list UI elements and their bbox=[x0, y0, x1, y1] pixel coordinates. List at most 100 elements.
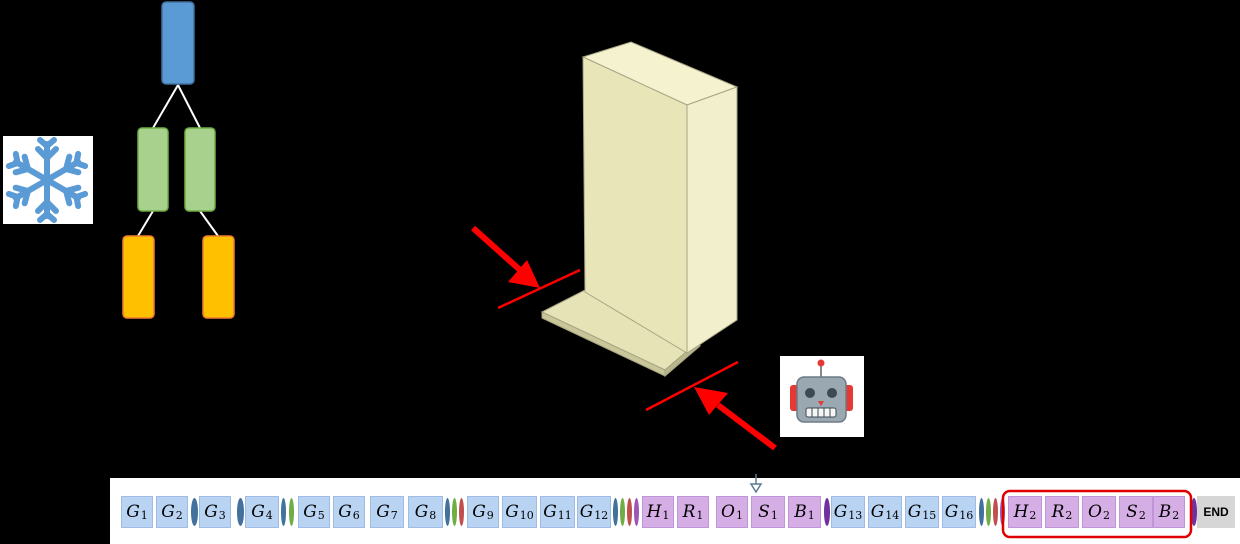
dimension-annotation bbox=[471, 225, 777, 451]
output-block-left bbox=[122, 235, 155, 319]
token-subscript: 1 bbox=[770, 508, 778, 522]
token-subscript: 12 bbox=[594, 508, 609, 522]
head-block-right bbox=[184, 127, 216, 212]
token-symbol: O bbox=[1088, 502, 1102, 522]
arrow-right-head bbox=[694, 387, 728, 415]
token-symbol: G bbox=[204, 502, 218, 522]
token-subscript: 2 bbox=[1029, 508, 1037, 522]
token-subscript: 2 bbox=[1102, 508, 1110, 522]
tree-edge bbox=[199, 210, 219, 237]
token-symbol: G bbox=[543, 502, 557, 522]
token-symbol: G bbox=[505, 502, 519, 522]
token-separator bbox=[627, 498, 632, 526]
token-subscript: 1 bbox=[735, 508, 743, 522]
arrow-left-shaft bbox=[471, 225, 522, 273]
token-subscript: 1 bbox=[696, 508, 704, 522]
token-separator bbox=[1000, 498, 1005, 526]
dimension-line-right bbox=[645, 360, 739, 412]
token-subscript: 4 bbox=[265, 508, 273, 522]
token-subscript: 1 bbox=[140, 508, 148, 522]
token-separator bbox=[979, 498, 984, 526]
token-symbol: G bbox=[870, 502, 885, 522]
token-subscript: 13 bbox=[848, 508, 863, 522]
token-subscript: 5 bbox=[317, 508, 325, 522]
token-separator bbox=[289, 498, 294, 526]
token-symbol: G bbox=[161, 502, 175, 522]
tree-edge bbox=[137, 210, 154, 237]
arrow-left-head bbox=[508, 260, 540, 288]
token-separator bbox=[993, 498, 998, 526]
token-symbol: R bbox=[1051, 502, 1065, 522]
token-separator bbox=[824, 498, 830, 526]
token-separator bbox=[452, 498, 457, 526]
token-symbol: G bbox=[303, 502, 317, 522]
token-symbol: G bbox=[944, 502, 959, 522]
token-subscript: 11 bbox=[557, 508, 572, 522]
token-symbol: R bbox=[682, 502, 696, 522]
token-subscript: 2 bbox=[1065, 508, 1073, 522]
backbone-block bbox=[161, 1, 195, 85]
dimension-line-left bbox=[497, 268, 581, 310]
token-subscript: 8 bbox=[429, 508, 437, 522]
token-separator bbox=[613, 498, 618, 526]
token-separator bbox=[634, 498, 639, 526]
token-separator bbox=[459, 498, 464, 526]
tree-edge bbox=[152, 84, 179, 129]
token-subscript: 16 bbox=[959, 508, 974, 522]
token-subscript: 1 bbox=[807, 508, 815, 522]
model-tree bbox=[122, 1, 235, 319]
token-symbol: B bbox=[794, 502, 807, 522]
token-end: END bbox=[1197, 496, 1235, 528]
token-subscript: 9 bbox=[486, 508, 494, 522]
token-subscript: 3 bbox=[218, 508, 226, 522]
token-symbol: G bbox=[414, 502, 429, 522]
token-symbol: O bbox=[721, 502, 735, 522]
token-symbol: G bbox=[338, 502, 352, 522]
token-symbol: G bbox=[251, 502, 265, 522]
token-symbol: G bbox=[833, 502, 848, 522]
output-block-right bbox=[202, 235, 235, 319]
token-symbol: G bbox=[376, 502, 390, 522]
token-subscript: 14 bbox=[885, 508, 900, 522]
token-separator bbox=[445, 498, 450, 526]
snowflake-icon bbox=[3, 136, 93, 224]
token-symbol: B bbox=[1158, 502, 1172, 522]
token-symbol: G bbox=[907, 502, 922, 522]
arrow-right-shaft bbox=[716, 402, 777, 451]
token-separator bbox=[1191, 498, 1197, 526]
token-subscript: 2 bbox=[1172, 508, 1180, 522]
token-symbol: G bbox=[126, 502, 140, 522]
3d-block bbox=[540, 41, 739, 378]
tree-edge bbox=[177, 84, 201, 129]
token-subscript: 2 bbox=[175, 508, 183, 522]
token-subscript: 6 bbox=[352, 508, 360, 522]
token-separator bbox=[237, 498, 244, 526]
token-separator bbox=[191, 498, 198, 526]
token-symbol: S bbox=[1126, 502, 1138, 522]
token-separator bbox=[281, 498, 286, 526]
token-symbol: G bbox=[472, 502, 486, 522]
